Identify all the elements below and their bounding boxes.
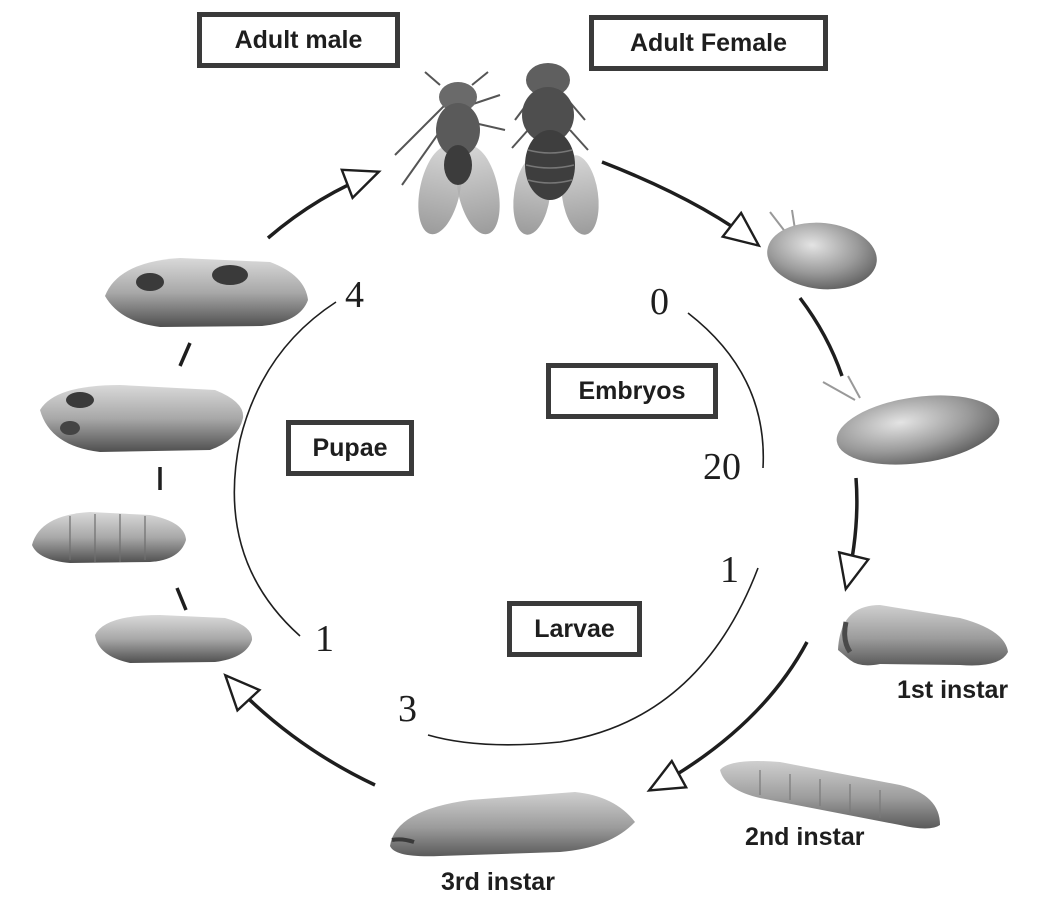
embryos-label: Embryos (546, 363, 718, 419)
arrow-pupa-to-adult (268, 172, 378, 238)
first-instar-caption: 1st instar (897, 676, 1008, 705)
first-instar-larva-image (838, 605, 1008, 665)
third-instar-larva-image (390, 792, 635, 856)
embryo-end-number: 20 (703, 448, 741, 486)
adult-male-fly-image (395, 72, 507, 238)
pupa-connector-dash (177, 588, 186, 610)
adult-female-fly-image (509, 63, 604, 237)
third-instar-caption: 3rd instar (441, 868, 555, 897)
arrow-adult-to-egg (602, 162, 758, 245)
arrow-egg-to-egg (800, 298, 842, 376)
pupa-image-3 (40, 385, 243, 452)
arrow-third-instar-to-pupa (226, 676, 375, 785)
egg-image-1 (764, 210, 880, 295)
pupae-label: Pupae (286, 420, 414, 476)
arrow-egg-to-first-instar (846, 478, 857, 588)
second-instar-larva-image (720, 761, 940, 829)
pupa-image-2 (32, 512, 186, 563)
embryo-start-number: 0 (650, 283, 669, 321)
larvae-label: Larvae (507, 601, 642, 657)
second-instar-caption: 2nd instar (745, 823, 864, 852)
pupa-start-number: 1 (315, 620, 334, 658)
adult-female-label: Adult Female (589, 15, 828, 71)
pupa-image-1 (95, 615, 252, 663)
egg-image-2 (823, 376, 1004, 474)
pupa-image-4 (105, 258, 308, 327)
larva-end-number: 3 (398, 690, 417, 728)
larva-start-number: 1 (720, 551, 739, 589)
pupa-connector-dash (180, 343, 190, 366)
adult-male-label: Adult male (197, 12, 400, 68)
pupa-end-number: 4 (345, 276, 364, 314)
